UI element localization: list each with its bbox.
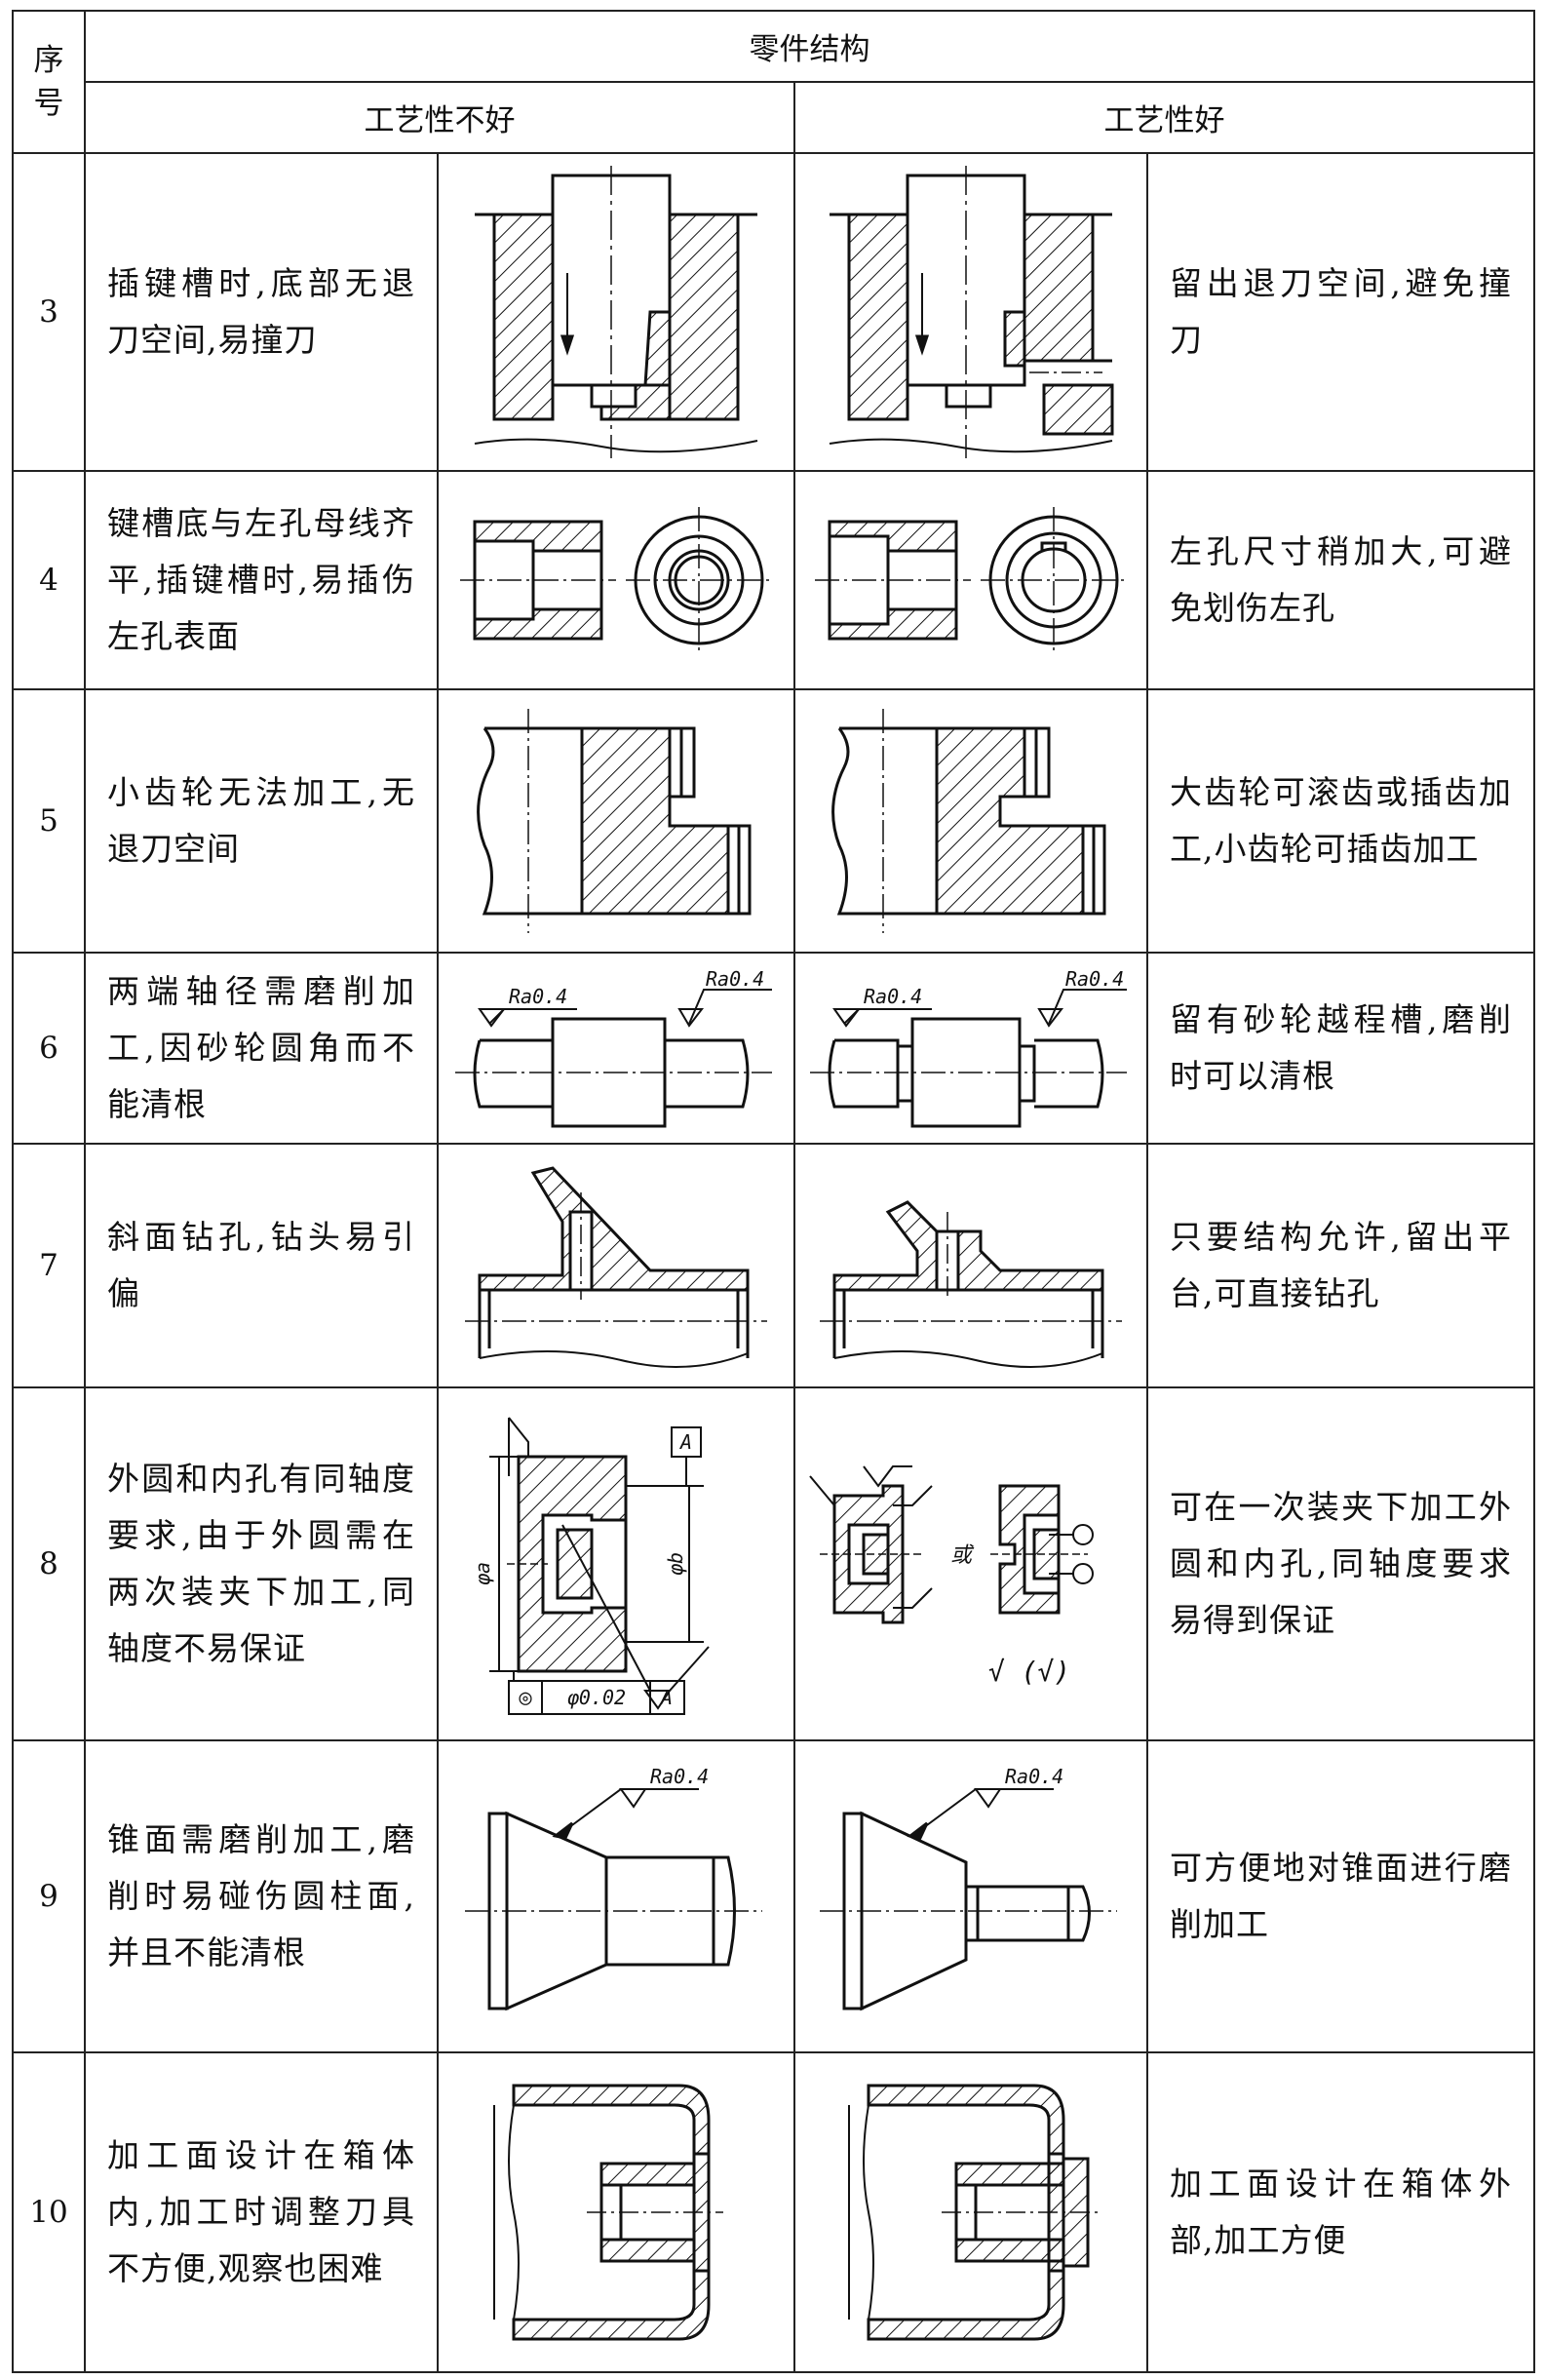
seq-header: 序号 bbox=[12, 10, 86, 154]
bad-figure: Ra0.4 bbox=[437, 1739, 795, 2053]
good-figure bbox=[793, 470, 1148, 690]
keyway-no-relief-drawing bbox=[474, 166, 758, 458]
bad-figure: A φa φb ◎ φ0.02 A bbox=[437, 1386, 795, 1741]
roughness-label: Ra0.4 bbox=[706, 967, 764, 991]
good-figure bbox=[793, 2051, 1148, 2373]
bad-figure bbox=[437, 152, 795, 472]
bad-description: 外圆和内孔有同轴度要求,由于外圆需在两次装夹下加工,同轴度不易保证 bbox=[84, 1386, 439, 1741]
bad-description: 小齿轮无法加工,无退刀空间 bbox=[84, 688, 439, 954]
bad-description: 加工面设计在箱体内,加工时调整刀具不方便,观察也困难 bbox=[84, 2051, 439, 2373]
or-label: 或 bbox=[950, 1543, 975, 1568]
keyway-with-relief-drawing bbox=[829, 166, 1114, 458]
table-row: 4 键槽底与左孔母线齐平,插键槽时,易插伤左孔表面 bbox=[12, 470, 1535, 690]
row-number: 4 bbox=[12, 470, 86, 690]
bad-description: 斜面钻孔,钻头易引偏 bbox=[84, 1143, 439, 1388]
bad-figure bbox=[437, 688, 795, 954]
table-row: 7 斜面钻孔,钻头易引偏 bbox=[12, 1143, 1535, 1388]
table-row: 8 外圆和内孔有同轴度要求,由于外圆需在两次装夹下加工,同轴度不易保证 bbox=[12, 1386, 1535, 1741]
process-comparison-table: 序号 零件结构 工艺性不好 工艺性好 3 插键槽时,底部无退刀空间,易撞刀 bbox=[12, 10, 1535, 2373]
good-description: 可在一次装夹下加工外圆和内孔,同轴度要求易得到保证 bbox=[1146, 1386, 1535, 1741]
bad-description: 锥面需磨削加工,磨削时易碰伤圆柱面,并且不能清根 bbox=[84, 1739, 439, 2053]
platform-drilling-drawing bbox=[820, 1200, 1122, 1369]
box-inner-face-drawing bbox=[493, 2084, 723, 2341]
roughness-label: Ra0.4 bbox=[1065, 967, 1124, 991]
roughness-label: Ra0.4 bbox=[864, 985, 922, 1008]
row-number: 7 bbox=[12, 1143, 86, 1388]
inclined-drilling-drawing bbox=[465, 1166, 767, 1369]
good-description: 左孔尺寸稍加大,可避免划伤左孔 bbox=[1146, 470, 1535, 690]
coaxial-two-setups-drawing: A φa φb ◎ φ0.02 A bbox=[471, 1417, 710, 1715]
good-figure bbox=[793, 152, 1148, 472]
cone-grinding-good-drawing: Ra0.4 bbox=[820, 1765, 1117, 2011]
good-figure: Ra0.4 bbox=[793, 1739, 1148, 2053]
shaft-with-groove-drawing: Ra0.4 Ra0.4 bbox=[810, 967, 1127, 1128]
box-outer-face-drawing bbox=[848, 2084, 1102, 2341]
row-number: 5 bbox=[12, 688, 86, 954]
gear-with-relief-drawing bbox=[831, 709, 1106, 933]
good-description: 只要结构允许,留出平台,可直接钻孔 bbox=[1146, 1143, 1535, 1388]
bore-flush-keyway-drawing bbox=[460, 507, 772, 653]
bad-figure: Ra0.4 Ra0.4 bbox=[437, 952, 795, 1145]
finish-note: √ (√) bbox=[988, 1656, 1070, 1688]
row-number: 6 bbox=[12, 952, 86, 1145]
good-description: 留有砂轮越程槽,磨削时可以清根 bbox=[1146, 952, 1535, 1145]
row-number: 3 bbox=[12, 152, 86, 472]
table-row: 5 小齿轮无法加工,无退刀空间 bbox=[12, 688, 1535, 954]
good-description: 留出退刀空间,避免撞刀 bbox=[1146, 152, 1535, 472]
datum-label: A bbox=[678, 1430, 692, 1454]
roughness-label: Ra0.4 bbox=[1005, 1765, 1063, 1788]
bad-description: 键槽底与左孔母线齐平,插键槽时,易插伤左孔表面 bbox=[84, 470, 439, 690]
seq-header-label: 序号 bbox=[33, 43, 64, 121]
gear-no-relief-drawing bbox=[477, 709, 752, 933]
good-figure bbox=[793, 1143, 1148, 1388]
good-figure: Ra0.4 Ra0.4 bbox=[793, 952, 1148, 1145]
structure-header: 零件结构 bbox=[84, 10, 1535, 83]
row-number: 9 bbox=[12, 1739, 86, 2053]
diameter-b-label: φb bbox=[664, 1552, 687, 1576]
bad-description: 插键槽时,底部无退刀空间,易撞刀 bbox=[84, 152, 439, 472]
bore-enlarged-drawing bbox=[815, 507, 1127, 653]
roughness-label: Ra0.4 bbox=[650, 1765, 709, 1788]
table-row: 6 两端轴径需磨削加工,因砂轮圆角而不能清根 Ra0.4 Ra0.4 bbox=[12, 952, 1535, 1145]
coaxiality-datum: A bbox=[659, 1686, 673, 1709]
good-description: 大齿轮可滚齿或插齿加工,小齿轮可插齿加工 bbox=[1146, 688, 1535, 954]
row-number: 10 bbox=[12, 2051, 86, 2373]
roughness-label: Ra0.4 bbox=[509, 985, 567, 1008]
row-number: 8 bbox=[12, 1386, 86, 1741]
good-figure bbox=[793, 688, 1148, 954]
bad-figure bbox=[437, 470, 795, 690]
table-row: 3 插键槽时,底部无退刀空间,易撞刀 bbox=[12, 152, 1535, 472]
bad-description: 两端轴径需磨削加工,因砂轮圆角而不能清根 bbox=[84, 952, 439, 1145]
table-row: 10 加工面设计在箱体内,加工时调整刀具不方便,观察也困难 bbox=[12, 2051, 1535, 2373]
coaxiality-symbol-icon: ◎ bbox=[519, 1686, 532, 1710]
diameter-a-label: φa bbox=[471, 1562, 494, 1585]
table-row: 9 锥面需磨削加工,磨削时易碰伤圆柱面,并且不能清根 Ra0.4 bbox=[12, 1739, 1535, 2053]
shaft-no-groove-drawing: Ra0.4 Ra0.4 bbox=[455, 967, 772, 1128]
good-figure: 或 √ (√) bbox=[793, 1386, 1148, 1741]
coaxial-one-setup-drawing: 或 √ (√) bbox=[809, 1465, 1094, 1688]
cone-grinding-bad-drawing: Ra0.4 bbox=[465, 1765, 762, 2011]
coaxiality-value: φ0.02 bbox=[567, 1686, 626, 1709]
good-description: 加工面设计在箱体外部,加工方便 bbox=[1146, 2051, 1535, 2373]
bad-figure bbox=[437, 1143, 795, 1388]
bad-figure bbox=[437, 2051, 795, 2373]
good-description: 可方便地对锥面进行磨削加工 bbox=[1146, 1739, 1535, 2053]
good-header: 工艺性好 bbox=[793, 81, 1535, 154]
bad-header: 工艺性不好 bbox=[84, 81, 795, 154]
